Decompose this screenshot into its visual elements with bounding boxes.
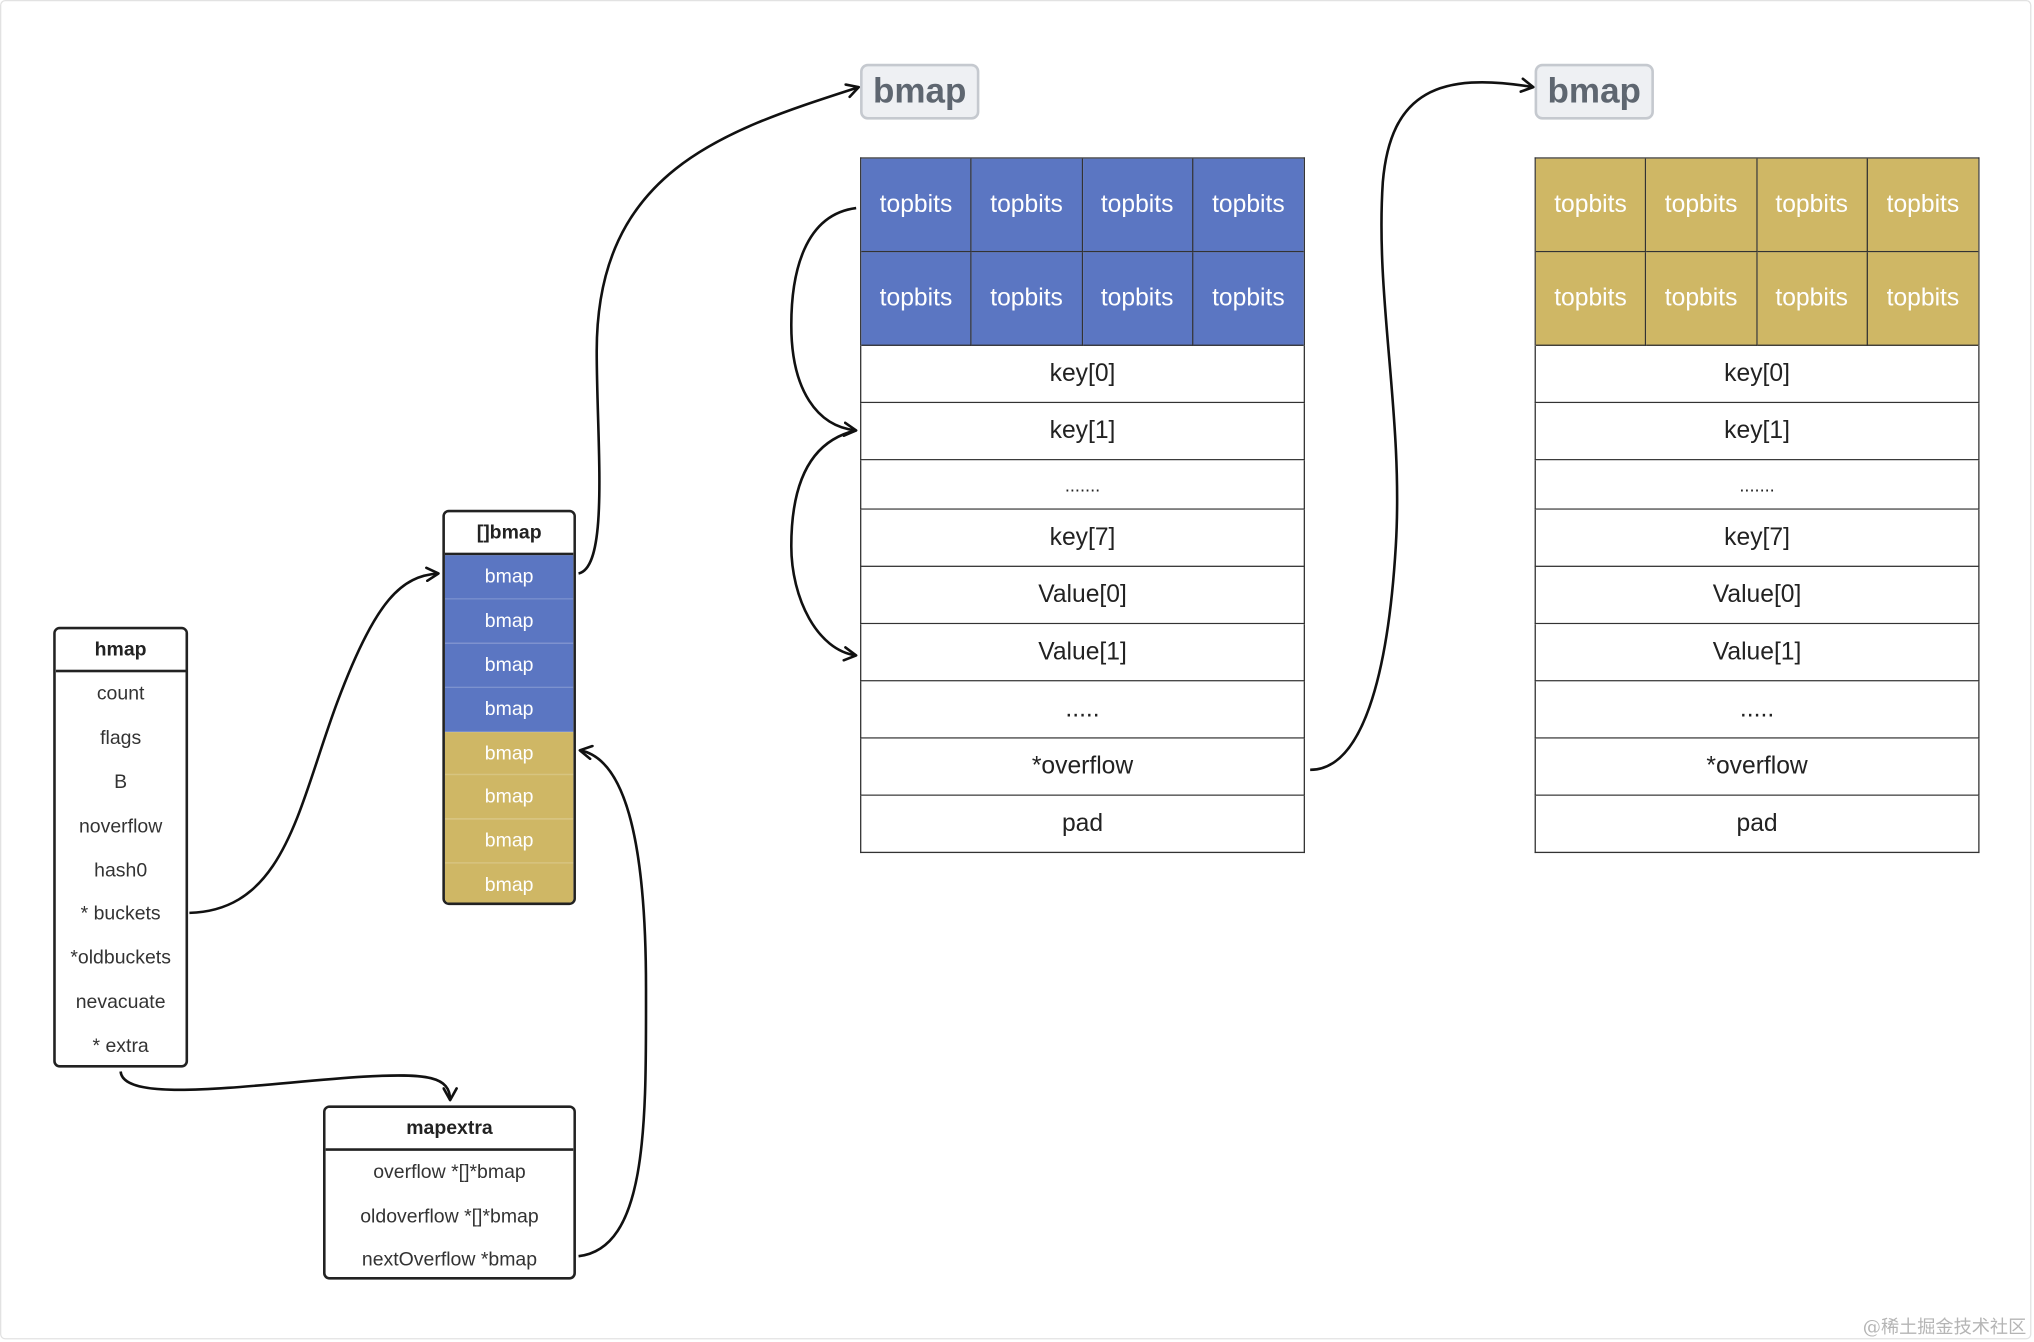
mapextra-title: mapextra [325,1107,574,1151]
topbits-cell: topbits [1867,252,1979,346]
arrow-overflow-to-next-bmap [1310,77,1535,772]
arrow-extra-to-mapextra [119,1071,458,1102]
bmap-tag-1: bmap [860,63,980,120]
topbits-cell: topbits [1193,158,1304,253]
hmap-field-oldbuckets: *oldbuckets [70,947,171,970]
topbits-cell: topbits [1082,158,1194,253]
bmap-row-key1: key[1] [1534,403,1980,461]
bmap-row-value1: Value[1] [1534,624,1980,682]
mapextra-field-nextoverflow: nextOverflow *bmap [361,1248,538,1271]
bmap-row-value0: Value[0] [1534,566,1980,625]
bmap-array-cell: bmap [444,599,574,644]
hmap-field-nevacuate: nevacuate [75,991,166,1014]
topbits-cell: topbits [861,252,972,346]
mapextra-field-oldoverflow: oldoverflow *[]*bmap [360,1204,539,1227]
hmap-field-count: count [96,682,145,705]
bmap-row-key1: key[1] [860,403,1305,461]
topbits-cell: topbits [1193,252,1304,346]
topbits-grid-1: topbits topbits topbits topbits topbits … [860,157,1305,346]
topbits-cell: topbits [1757,158,1868,253]
bmap-array-title: []bmap [444,512,574,556]
hmap-field-flags: flags [100,726,142,749]
arrow-topbits-to-value1 [789,429,858,662]
hmap-field-buckets: * buckets [80,903,161,926]
bmap-array-cell: bmap [444,555,574,600]
hmap-field-noverflow: noverflow [78,814,163,838]
bmap-row-key0: key[0] [860,345,1305,404]
bmap-array-cells: bmap bmap bmap bmap bmap bmap bmap bmap [444,555,574,903]
bmap-row-ellipsis: ..... [860,681,1305,739]
hmap-field-b: B [114,770,128,793]
arrow-buckets-to-bmap-array [189,566,440,915]
bmap-row-key7: key[7] [1534,509,1980,567]
bmap-row-overflow: *overflow [860,738,1305,796]
topbits-cell: topbits [861,158,972,253]
topbits-cell: topbits [1082,252,1194,346]
arrow-nextoverflow-to-bmap-array [578,744,648,1258]
topbits-cell: topbits [1535,158,1647,253]
hmap-field-hash0: hash0 [94,858,148,882]
mapextra-field-overflow: overflow *[]*bmap [373,1161,526,1184]
bmap-row-value1: Value[1] [860,624,1305,682]
topbits-cell: topbits [1646,158,1758,253]
topbits-cell: topbits [1646,252,1758,346]
hmap-struct: hmap count flags B noverflow hash0 * buc… [53,626,189,1068]
bmap-row-overflow: *overflow [1534,738,1980,796]
hmap-title: hmap [55,629,186,673]
bmap-array: []bmap bmap bmap bmap bmap bmap bmap bma… [442,509,576,906]
bmap-struct-2: topbits topbits topbits topbits topbits … [1534,157,1980,854]
arrow-topbits-to-key1 [789,206,858,438]
bmap-array-cell: bmap [444,687,574,732]
bmap-row-key0: key[0] [1534,345,1980,404]
bmap-row-value0: Value[0] [860,566,1305,625]
bmap-array-cell: bmap [444,731,574,776]
bmap-row-pad: pad [1534,795,1980,854]
bmap-row-key7: key[7] [860,509,1305,567]
bmap-row-ellipsis: ....... [860,460,1305,510]
topbits-cell: topbits [1757,252,1868,346]
topbits-grid-2: topbits topbits topbits topbits topbits … [1534,157,1980,346]
bmap-row-ellipsis: ....... [1534,460,1980,510]
topbits-cell: topbits [1867,158,1979,253]
arrow-bmap-array-to-bmap [578,83,861,575]
bmap-array-cell: bmap [444,819,574,864]
topbits-cell: topbits [971,252,1083,346]
bmap-tag-2: bmap [1534,63,1654,120]
bmap-struct-1: topbits topbits topbits topbits topbits … [860,157,1305,854]
bmap-array-cell: bmap [444,863,574,903]
bmap-row-pad: pad [860,795,1305,854]
bmap-row-ellipsis: ..... [1534,681,1980,739]
topbits-cell: topbits [1535,252,1647,346]
hmap-field-extra: * extra [92,1035,149,1058]
mapextra-struct: mapextra overflow *[]*bmap oldoverflow *… [323,1105,576,1280]
bmap-array-cell: bmap [444,643,574,688]
bmap-array-cell: bmap [444,775,574,820]
topbits-cell: topbits [971,158,1083,253]
watermark: @稀土掘金技术社区 [1862,1317,2027,1339]
